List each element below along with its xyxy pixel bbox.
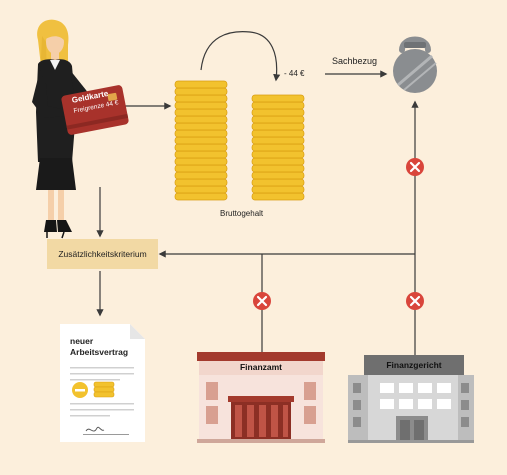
bruttogehalt-label: Bruttogehalt bbox=[220, 209, 264, 218]
coin bbox=[174, 87, 228, 96]
coin bbox=[174, 122, 228, 131]
coin bbox=[251, 101, 305, 110]
coin bbox=[251, 115, 305, 124]
zusaetzlichkeitskriterium-box: Zusätzlichkeitskriterium bbox=[47, 239, 158, 269]
block-icon bbox=[253, 292, 271, 310]
block-icon bbox=[406, 292, 424, 310]
deduction-label: - 44 € bbox=[284, 69, 305, 78]
geldkarte-card bbox=[61, 85, 129, 135]
flow-arrows bbox=[96, 31, 419, 355]
coin bbox=[251, 157, 305, 166]
kriterium-label: Zusätzlichkeitskriterium bbox=[58, 249, 147, 259]
coin bbox=[174, 94, 228, 103]
coin bbox=[174, 115, 228, 124]
document-title-line1: neuer bbox=[70, 336, 94, 346]
document-icon bbox=[60, 324, 145, 442]
businesswoman bbox=[32, 19, 95, 239]
coin bbox=[174, 108, 228, 117]
coin bbox=[251, 94, 305, 103]
coin bbox=[251, 178, 305, 187]
coin bbox=[174, 150, 228, 159]
coin bbox=[174, 192, 228, 201]
coin bbox=[251, 122, 305, 131]
finanzamt-label: Finanzamt bbox=[239, 362, 283, 372]
coin bbox=[174, 136, 228, 145]
curved-arrow bbox=[200, 31, 281, 82]
coin bbox=[174, 178, 228, 187]
sachbezug-label: Sachbezug bbox=[332, 56, 378, 66]
coin bbox=[251, 192, 305, 201]
block-icon bbox=[406, 158, 424, 176]
coin bbox=[174, 129, 228, 138]
document-title-line2: Arbeitsvertrag bbox=[70, 347, 129, 357]
coin bbox=[174, 185, 228, 194]
coin bbox=[251, 143, 305, 152]
coin bbox=[174, 171, 228, 180]
finanzgericht-label: Finanzgericht bbox=[386, 360, 442, 370]
coin bbox=[174, 101, 228, 110]
coin bbox=[251, 164, 305, 173]
coin-stack-large bbox=[174, 80, 228, 201]
coin bbox=[174, 80, 228, 89]
document-title: neuer Arbeitsvertrag bbox=[70, 336, 128, 358]
coin bbox=[174, 164, 228, 173]
building-icon bbox=[197, 352, 325, 443]
kettlebell-icon bbox=[393, 36, 437, 93]
coin bbox=[251, 129, 305, 138]
coin bbox=[251, 136, 305, 145]
coin bbox=[251, 150, 305, 159]
coin bbox=[174, 143, 228, 152]
coin bbox=[251, 108, 305, 117]
coin-stack-small bbox=[251, 94, 305, 201]
coin bbox=[251, 171, 305, 180]
building-icon bbox=[348, 355, 474, 443]
coin bbox=[174, 157, 228, 166]
coin bbox=[251, 185, 305, 194]
